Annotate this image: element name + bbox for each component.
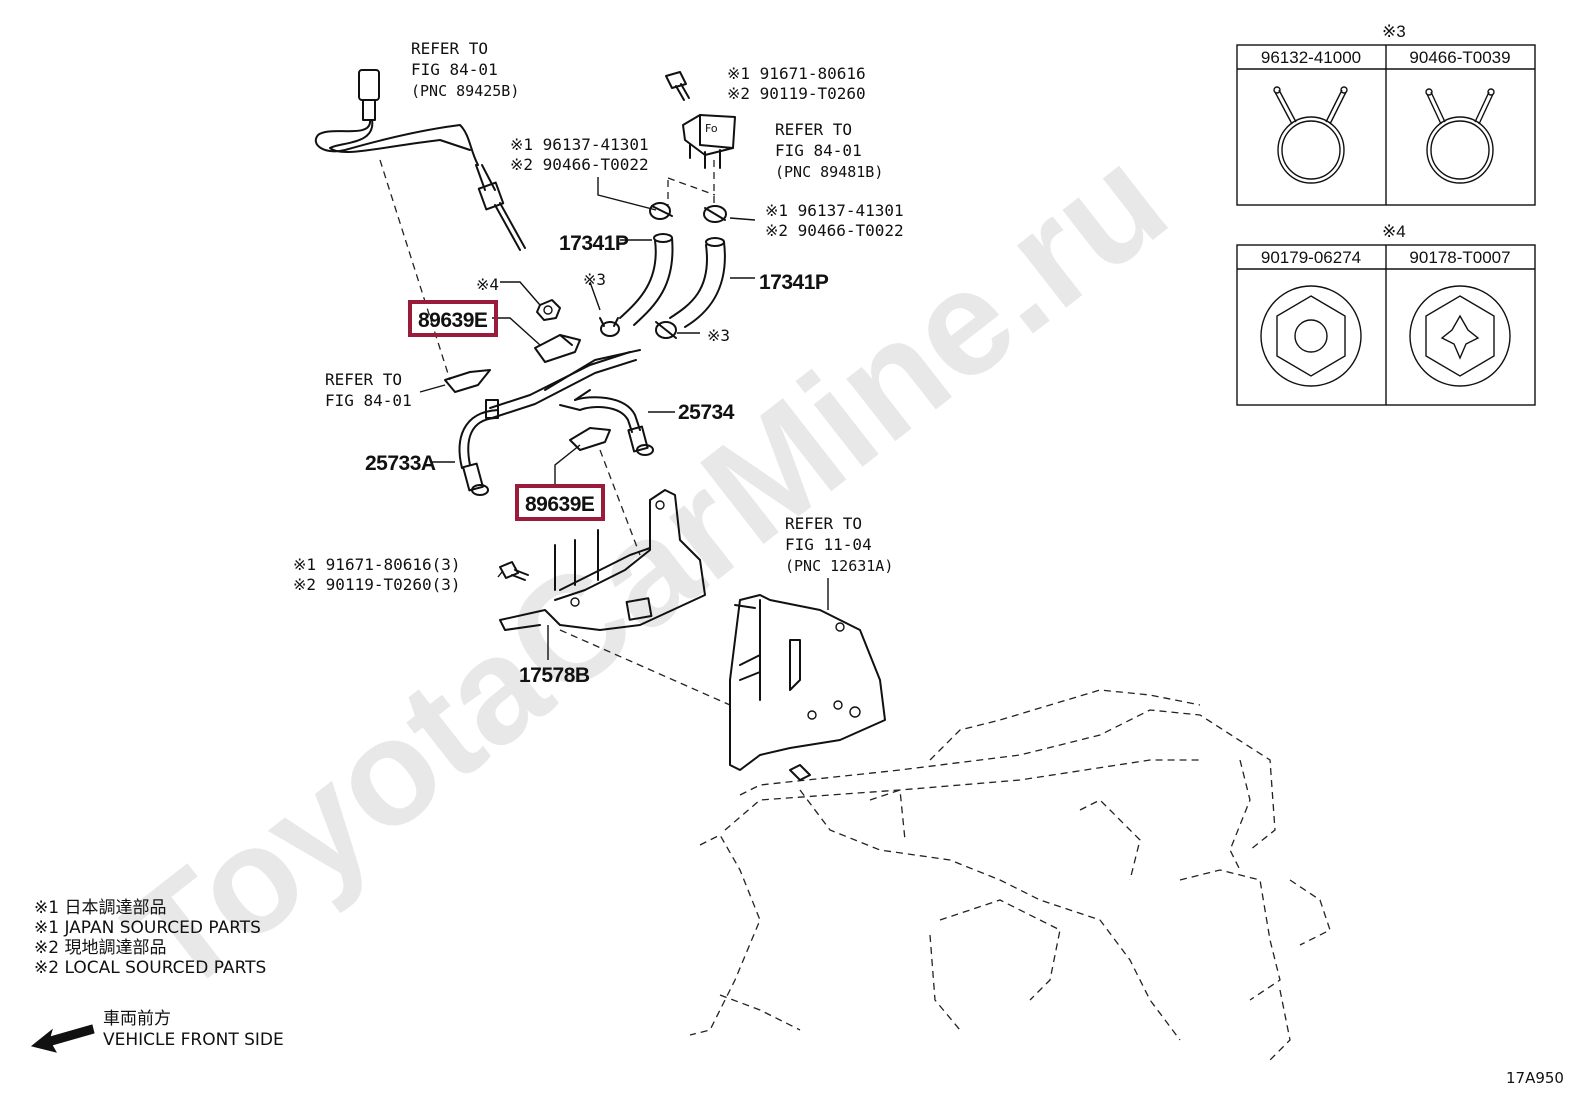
bolt-icon [499, 561, 529, 581]
callout-refer-89425b[interactable]: REFER TO FIG 84-01 (PNC 89425B) [411, 39, 519, 100]
refer-line: FIG 84-01 [325, 391, 412, 410]
callout-bolt-bottom[interactable]: ※1 91671-80616(3) ※2 90119-T0260(3) [293, 555, 461, 594]
part-number: ※2 90466-T0022 [765, 221, 904, 240]
dashed-leaders [379, 159, 731, 706]
spring-clip-icon [599, 317, 620, 337]
refer-line: FIG 84-01 [411, 60, 498, 79]
mark3-label: ※3 [707, 326, 730, 345]
refer-line: (PNC 89481B) [775, 163, 883, 181]
spring-clip-icon [1273, 86, 1348, 184]
front-label-en: VEHICLE FRONT SIDE [103, 1030, 284, 1050]
sensor-bracket-bottom [569, 427, 611, 451]
front-label-jp: 車両前方 [103, 1009, 171, 1029]
hose-clamp-icon [703, 205, 727, 223]
legend-line: ※2 LOCAL SOURCED PARTS [34, 958, 266, 978]
refer-line: REFER TO [411, 39, 488, 58]
refer-line: FIG 84-01 [775, 141, 862, 160]
part-number: ※1 91671-80616 [727, 64, 866, 83]
engine-bracket [729, 594, 886, 771]
pipe-25733a [458, 351, 637, 496]
part-25734[interactable]: 25734 [678, 401, 735, 424]
part-number: ※2 90119-T0260(3) [293, 575, 461, 594]
refer-line: REFER TO [785, 514, 862, 533]
diagram-code: 17A950 [1506, 1069, 1564, 1087]
part-25733a[interactable]: 25733A [365, 452, 436, 475]
pipe-25734 [544, 349, 654, 456]
lock-nut-icon [1409, 285, 1511, 387]
table3-mark: ※3 [1382, 22, 1406, 41]
front-indicator: 車両前方 VEHICLE FRONT SIDE [30, 1009, 284, 1053]
refer-line: REFER TO [775, 120, 852, 139]
part-17341p-left[interactable]: 17341P [559, 232, 629, 255]
bolt-icon [665, 71, 690, 101]
arrow-left-icon [30, 1024, 95, 1053]
refer-line: (PNC 89425B) [411, 82, 519, 100]
callout-clamp-left[interactable]: ※1 96137-41301 ※2 90466-T0022 [510, 135, 649, 174]
refer-line: FIG 11-04 [785, 535, 872, 554]
sensor-bracket-top [534, 334, 581, 363]
watermark: ToyotaCarMine.ru [96, 115, 1195, 1026]
callout-refer-89481b[interactable]: REFER TO FIG 84-01 (PNC 89481B) [775, 120, 883, 181]
spring-clip-icon [1425, 88, 1495, 184]
table-mark4: ※4 90179-06274 90178-T0007 [1236, 222, 1536, 406]
table4-mark: ※4 [1382, 222, 1406, 241]
part-number: ※2 90466-T0022 [510, 155, 649, 174]
engine-block [689, 689, 1331, 1061]
engine-stud [789, 764, 811, 781]
refer-line: REFER TO [325, 370, 402, 389]
table3-col1[interactable]: 96132-41000 [1261, 48, 1361, 67]
vacuum-hose-right [669, 237, 726, 328]
label-leaders [419, 177, 829, 660]
callout-clamp-right[interactable]: ※1 96137-41301 ※2 90466-T0022 [765, 201, 904, 240]
nut-icon [536, 299, 561, 321]
table4-col2[interactable]: 90178-T0007 [1409, 248, 1510, 267]
mark4-label: ※4 [476, 275, 499, 294]
spring-clip-icon [655, 321, 677, 339]
highlight-box [515, 484, 605, 521]
part-number: ※1 96137-41301 [765, 201, 904, 220]
table-mark3: ※3 96132-41000 90466-T0039 [1236, 22, 1536, 206]
part-17341p-right[interactable]: 17341P [759, 271, 829, 294]
refer-line: (PNC 12631A) [785, 557, 893, 575]
highlight-box [408, 300, 498, 337]
legend-line: ※1 日本調達部品 [34, 898, 166, 918]
part-89639e-top[interactable]: 89639E [418, 309, 488, 332]
hose-clamp-icon [649, 202, 673, 220]
part-89639e-bottom[interactable]: 89639E [525, 493, 595, 516]
mount-bracket-17578b [499, 489, 706, 631]
part-number: ※1 91671-80616(3) [293, 555, 461, 574]
legend: ※1 日本調達部品 ※1 JAPAN SOURCED PARTS ※2 現地調達… [34, 898, 266, 978]
part-17578b[interactable]: 17578B [519, 664, 590, 687]
svg-text:Fo: Fo [705, 122, 718, 135]
mark3-label: ※3 [583, 270, 606, 289]
part-number: ※2 90119-T0260 [727, 84, 866, 103]
clamp-bracket-left [444, 369, 491, 393]
sensor-cable [315, 69, 526, 251]
callout-bolt-top[interactable]: ※1 91671-80616 ※2 90119-T0260 [727, 64, 866, 103]
legend-line: ※2 現地調達部品 [34, 938, 166, 958]
vacuum-hose-left [619, 233, 674, 326]
callout-refer-12631a[interactable]: REFER TO FIG 11-04 (PNC 12631A) [785, 514, 893, 575]
callout-refer-8401[interactable]: REFER TO FIG 84-01 [325, 370, 412, 410]
hex-nut-icon [1260, 285, 1362, 387]
pressure-sensor: Fo [682, 114, 736, 169]
part-number: ※1 96137-41301 [510, 135, 649, 154]
table3-col2[interactable]: 90466-T0039 [1409, 48, 1510, 67]
legend-line: ※1 JAPAN SOURCED PARTS [34, 918, 261, 938]
table4-col1[interactable]: 90179-06274 [1261, 248, 1361, 267]
